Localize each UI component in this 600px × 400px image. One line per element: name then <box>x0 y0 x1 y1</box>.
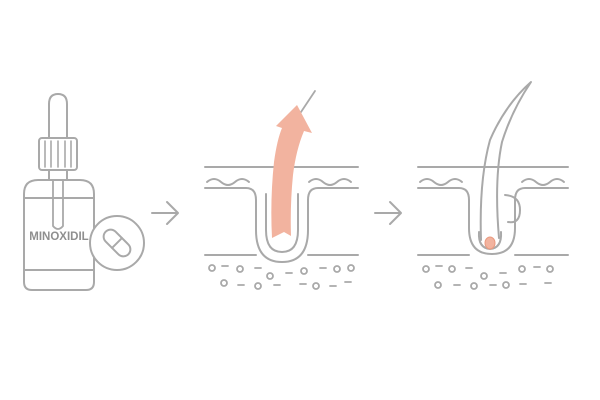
follicle-stage-grown-hair <box>417 81 569 290</box>
dermis-texture <box>208 264 355 290</box>
bottle-label: MINOXIDIL <box>29 231 88 243</box>
hair-root-papilla <box>484 236 496 250</box>
arrow-right-icon <box>151 201 179 225</box>
follicle-stage-growth <box>204 90 359 290</box>
hair-strand-icon <box>479 81 532 241</box>
capsule-icon <box>89 215 145 271</box>
minoxidil-bottle-icon: MINOXIDIL <box>23 93 95 291</box>
arrow-right-icon <box>374 201 402 225</box>
growth-arrow-icon <box>271 105 312 238</box>
dermis-texture <box>422 265 554 290</box>
